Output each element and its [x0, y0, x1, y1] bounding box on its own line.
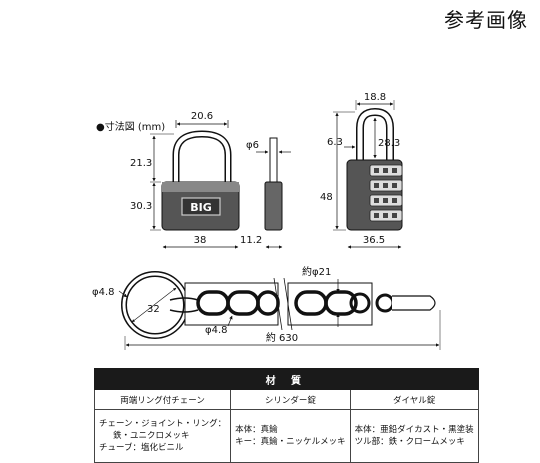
dim-depth: 11.2 [240, 235, 262, 246]
chain-materials: チェーン・ジョイント・リング： 鉄・ユニクロメッキ チューブ：塩化ビニル [93, 409, 232, 463]
dim-dial-shackle-dia: 6.3 [327, 137, 343, 148]
cylinder-material-line: キー：真鍮・ニッケルメッキ [235, 437, 346, 447]
dim-wire-dia: φ4.8 [205, 325, 228, 336]
dim-dial-top-width: 18.8 [364, 92, 386, 103]
dim-dial-width: 36.5 [363, 235, 385, 246]
chain-material-line: 鉄・ユニクロメッキ [113, 431, 190, 441]
chain-material-line: チューブ：塩化ビニル [99, 443, 184, 453]
brand-logo: BIG [190, 201, 212, 214]
dim-shackle-height: 21.3 [130, 158, 152, 169]
chain-dimensions: φ4.8 32 約φ21 φ4.8 約 630 [92, 265, 441, 350]
dim-body-height: 30.3 [130, 201, 152, 212]
chain-material-line: チェーン・ジョイント・リング： [99, 419, 227, 429]
dial-padlock [346, 107, 403, 231]
dimension-title: ●寸法図 (mm) [96, 120, 165, 133]
chain-with-rings [121, 271, 436, 339]
materials-table: 材 質 両端リング付チェーン シリンダー錠 ダイヤル錠 チェーン・ジョイント・リ… [93, 368, 479, 463]
reference-image-label: 参考画像 [444, 8, 528, 32]
dim-body-width: 38 [194, 235, 207, 246]
dim-dial-height: 48 [320, 192, 333, 203]
dial-material-line: ツル部：鉄・クロームメッキ [354, 437, 465, 447]
dim-ring-dia: φ4.8 [92, 287, 115, 298]
dial-material-line: 本体：亜鉛ダイカスト・黒塗装 [354, 425, 474, 435]
dim-dial-shackle-gap: 28.3 [378, 138, 400, 149]
key-padlock-dimensions: 20.6 21.3 30.3 38 [130, 111, 239, 249]
column-dial-lock: ダイヤル錠 [349, 389, 479, 410]
column-chain: 両端リング付チェーン [93, 389, 232, 410]
key-padlock-front: BIG [161, 130, 240, 231]
dim-link-width: 約φ21 [302, 265, 331, 278]
dim-shackle-dia: φ6 [246, 140, 259, 151]
cylinder-lock-materials: 本体：真鍮 キー：真鍮・ニッケルメッキ [230, 409, 351, 463]
dial-lock-materials: 本体：亜鉛ダイカスト・黒塗装 ツル部：鉄・クロームメッキ [349, 409, 479, 463]
key-padlock-side: φ6 11.2 [240, 137, 291, 249]
materials-title: 材 質 [94, 368, 479, 390]
dim-chain-length: 約 630 [266, 331, 298, 344]
dial-padlock-dimensions: 18.8 28.3 6.3 48 36.5 [320, 92, 402, 249]
column-cylinder-lock: シリンダー錠 [230, 389, 351, 410]
cylinder-material-line: 本体：真鍮 [235, 425, 278, 435]
dimension-diagram: ●寸法図 (mm) BIG 20.6 21.3 30.3 38 φ6 11.2 [92, 92, 441, 350]
dim-shackle-width: 20.6 [191, 111, 213, 122]
